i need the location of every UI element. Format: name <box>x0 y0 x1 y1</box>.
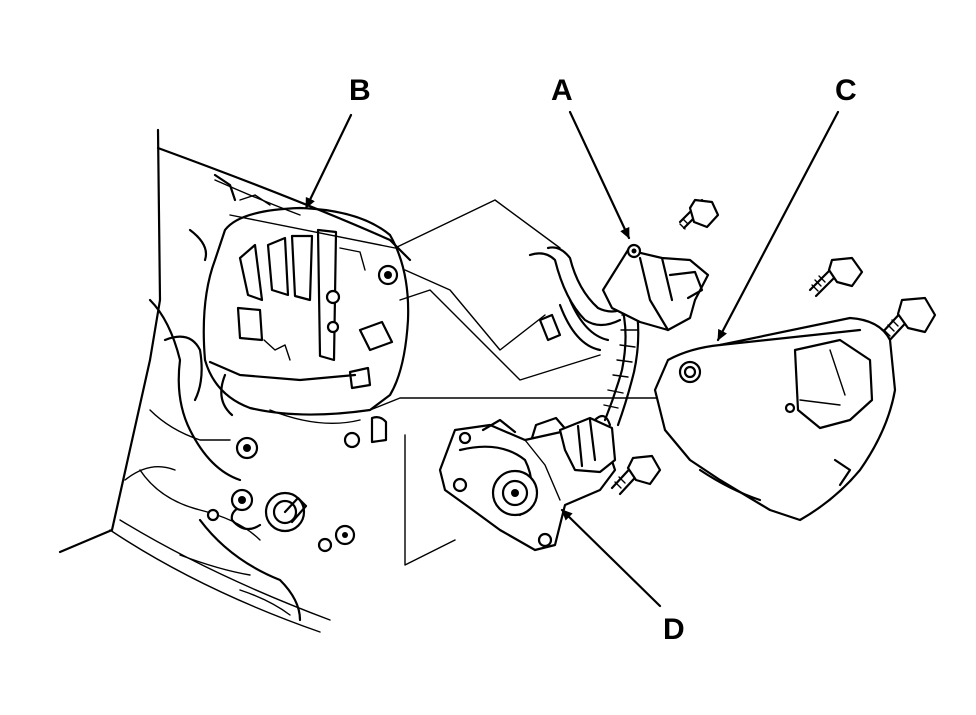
transmission-housing <box>58 128 412 633</box>
position-sensor <box>438 414 617 552</box>
leader-d <box>560 508 662 608</box>
callout-c: C <box>835 74 857 107</box>
leader-b <box>304 113 353 210</box>
bolt-middle <box>808 256 864 298</box>
cover-plate <box>653 316 897 522</box>
bolt-top <box>678 198 720 230</box>
leader-a <box>568 110 631 240</box>
callout-a: A <box>551 74 573 107</box>
case-bolts <box>206 264 399 553</box>
case-cover <box>202 206 410 417</box>
bolt-right <box>878 296 937 344</box>
leader-arrows <box>304 110 840 608</box>
leader-c <box>716 110 840 342</box>
exploded-outline <box>229 199 666 566</box>
callout-b: B <box>349 74 371 107</box>
bolt-lower <box>610 454 662 496</box>
callout-d: D <box>663 613 685 646</box>
wire-harness <box>528 243 710 427</box>
